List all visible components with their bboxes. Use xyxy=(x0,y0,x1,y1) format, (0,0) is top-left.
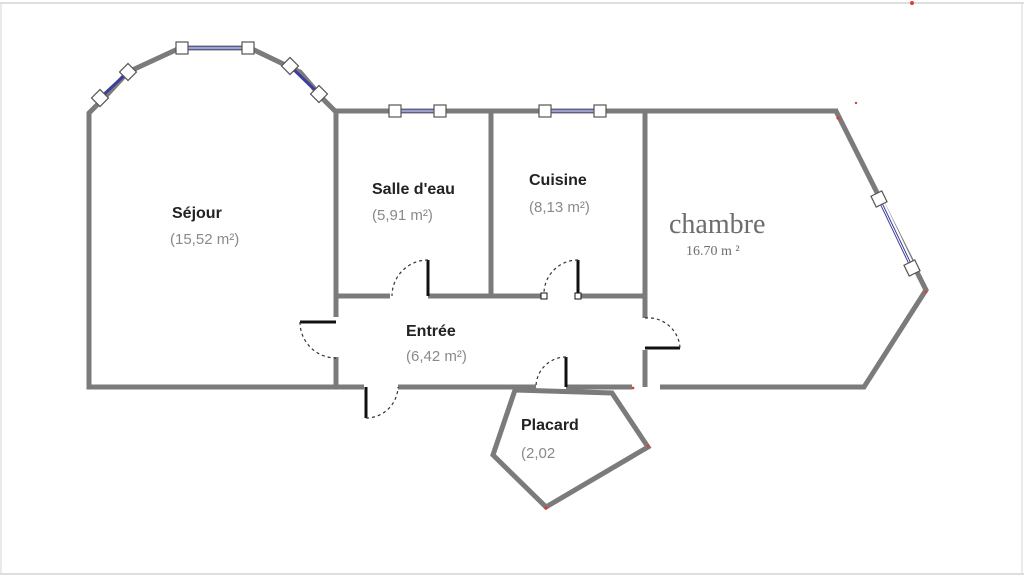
room-name-cuisine: Cuisine xyxy=(529,172,587,189)
room-name-placard: Placard xyxy=(521,417,579,434)
doors xyxy=(299,259,681,419)
room-area-entree: (6,42 m²) xyxy=(406,348,467,365)
door-chambre xyxy=(644,317,681,350)
door-sejour xyxy=(299,320,337,359)
door-salle-d-eau xyxy=(391,259,430,297)
walls xyxy=(86,45,929,511)
room-name-entree: Entrée xyxy=(406,323,456,340)
door-cuisine xyxy=(540,259,582,300)
window-cuisine xyxy=(538,104,607,118)
room-name-salle-d-eau: Salle d'eau xyxy=(372,181,455,198)
room-area-chambre: 16.70 m ² xyxy=(686,244,740,259)
door-placard xyxy=(535,356,568,388)
window-chambre xyxy=(870,190,921,277)
red-markers xyxy=(544,1,928,510)
room-name-sejour: Séjour xyxy=(172,205,222,222)
window-sejour-left xyxy=(90,62,138,108)
room-area-sejour: (15,52 m²) xyxy=(170,231,239,248)
door-entrance xyxy=(364,386,399,419)
window-sejour-top xyxy=(175,41,255,55)
window-salle-d-eau xyxy=(388,104,447,118)
room-area-salle-d-eau: (5,91 m²) xyxy=(372,207,433,224)
room-name-chambre: chambre xyxy=(669,209,765,240)
window-sejour-right xyxy=(280,56,329,104)
room-area-placard: (2,02 xyxy=(521,445,555,462)
room-area-cuisine: (8,13 m²) xyxy=(529,199,590,216)
wall-placard xyxy=(490,387,652,511)
windows xyxy=(90,41,921,277)
